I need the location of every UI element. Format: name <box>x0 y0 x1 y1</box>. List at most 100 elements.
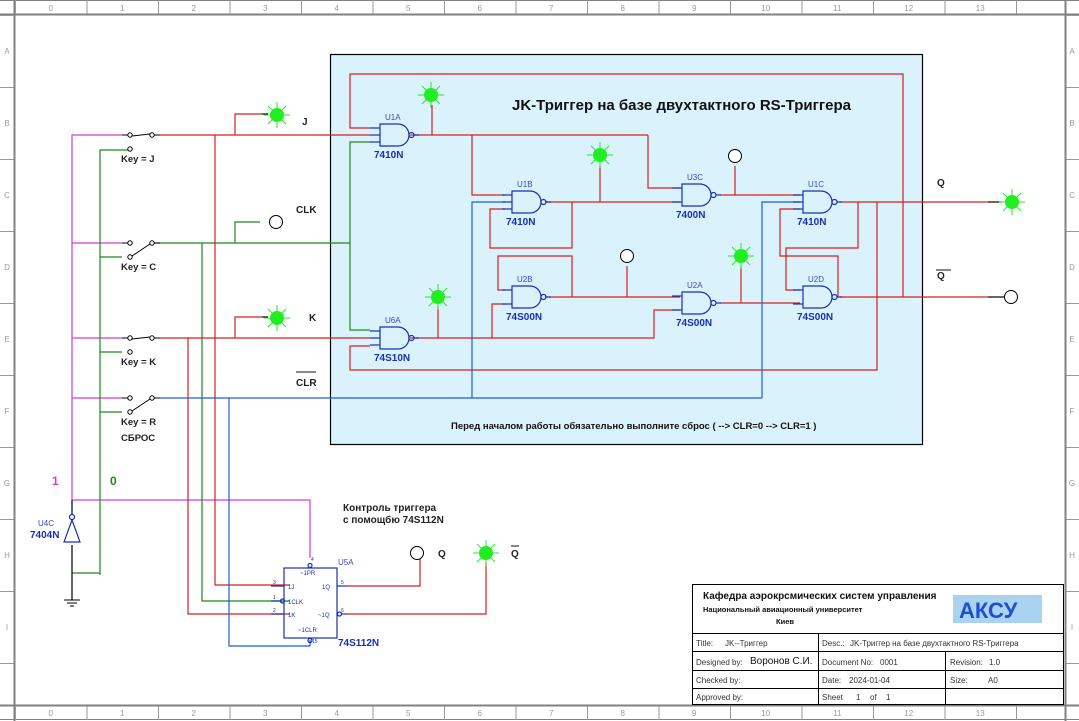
ruler-col-label: 6 <box>478 4 483 13</box>
ruler-row-label: H <box>1069 551 1075 560</box>
gate-ref: U1B <box>517 180 533 189</box>
u5a-part: 74S112N <box>338 638 379 649</box>
label-ic-qbar: Q <box>511 549 519 560</box>
ruler-col-label: 12 <box>904 4 913 13</box>
ruler-row-label: C <box>1069 191 1075 200</box>
wires <box>71 73 1004 647</box>
vcc-wires <box>71 134 311 558</box>
nand-gate-u1a[interactable]: U1A 7410N <box>370 113 419 161</box>
gate-ref: U1A <box>385 113 401 122</box>
label-clk: CLK <box>296 205 317 216</box>
u4c-ref: U4C <box>38 519 54 528</box>
ruler-col-label: 4 <box>335 4 340 13</box>
org-line2: Национальный авиационный университет <box>703 605 863 614</box>
gate-part: 74S00N <box>797 312 833 323</box>
probe-qbar <box>1004 290 1018 304</box>
ruler-row-label: G <box>4 479 10 488</box>
label-k: K <box>309 313 317 324</box>
ruler-row-label: C <box>4 191 10 200</box>
gate-part: 74S00N <box>506 312 542 323</box>
pin-pr: ~1PR <box>300 571 316 577</box>
revision-value: 1.0 <box>989 658 1001 667</box>
ruler-col-label: 1 <box>120 4 125 13</box>
ruler-col-label: 10 <box>761 4 770 13</box>
switch-key-2[interactable]: Key = K <box>121 335 160 368</box>
ruler-row-label: F <box>1070 407 1075 416</box>
label-j: J <box>302 117 308 128</box>
probe-ic-q <box>410 546 424 560</box>
desc-value: JK-Триггер на базе двухтактного RS-Тригг… <box>850 639 1019 648</box>
ruler-col-label: 9 <box>692 4 697 13</box>
date-value: 2024-01-04 <box>849 676 890 685</box>
ruler-col-label: 8 <box>621 709 626 718</box>
gate-part: 7410N <box>374 150 403 161</box>
designed-label: Designed by: <box>696 658 743 667</box>
ruler-row-label: E <box>1069 335 1074 344</box>
ruler-col-label: 8 <box>621 4 626 13</box>
label-zero: 0 <box>110 474 117 488</box>
ruler-col-label: 2 <box>192 4 197 13</box>
ruler-row-label: H <box>4 551 10 560</box>
ruler-row-label: F <box>5 407 10 416</box>
ruler-row-label: I <box>6 623 8 632</box>
ic-74s112[interactable]: ~1PR 1J 1CLK 1K 1Q ~1Q ~1CLR 4 3 1 2 5 6… <box>271 557 348 645</box>
sheet-label: Sheet <box>822 693 844 702</box>
pinnum-clk: 1 <box>273 595 276 601</box>
control-caption-2: с помощбю 74S112N <box>343 514 444 526</box>
title-value: JK--Триггер <box>725 639 768 648</box>
pinnum-q: 5 <box>341 580 344 586</box>
ruler-col-label: 7 <box>549 4 554 13</box>
nand-gate-u2d[interactable]: U2D 74S00N <box>793 275 842 323</box>
desc-label: Desc.: <box>822 639 845 648</box>
checked-label: Checked by: <box>696 676 740 685</box>
gate-part: 7410N <box>797 217 826 228</box>
designed-value: Воронов С.И. <box>750 656 813 667</box>
ruler-col-label: 1 <box>120 709 125 718</box>
switch-label: Key = R <box>121 417 156 428</box>
gate-part: 7410N <box>506 217 535 228</box>
ruler-col-label: 3 <box>263 4 268 13</box>
gate-ref: U2D <box>808 275 824 284</box>
inverter-u4c <box>63 513 81 543</box>
nand-gate-u1b[interactable]: U1B 7410N <box>502 180 551 228</box>
ruler-col-label: 11 <box>833 4 842 13</box>
docno-value: 0001 <box>880 658 898 667</box>
ruler-col-label: 0 <box>49 709 54 718</box>
pinnum-pr: 4 <box>311 557 314 563</box>
ruler-row-label: G <box>1069 479 1075 488</box>
title-label: Title: <box>696 639 713 648</box>
gate-ref: U2B <box>517 275 533 284</box>
revision-label: Revision: <box>950 658 983 667</box>
gate-ref: U1C <box>808 180 824 189</box>
ruler-col-label: 3 <box>263 709 268 718</box>
probe-u2b <box>620 249 634 263</box>
ruler-col-label: 0 <box>49 4 54 13</box>
date-label: Date: <box>822 676 841 685</box>
ruler-row-label: A <box>1069 47 1075 56</box>
pin-k: 1K <box>288 613 295 619</box>
ruler-row-label: B <box>1069 119 1074 128</box>
ruler-col-label: 5 <box>406 709 411 718</box>
panel-title: JK-Триггер на базе двухтактного RS-Тригг… <box>512 97 852 114</box>
nand-gate-u1c[interactable]: U1C 7410N <box>793 180 842 228</box>
signal-wires <box>160 73 988 615</box>
ruler-col-label: 13 <box>976 709 985 718</box>
gate-part: 74S10N <box>374 353 410 364</box>
title-block <box>692 584 1064 705</box>
gate-ref: U2A <box>687 281 703 290</box>
gate-ref: U3C <box>687 173 703 182</box>
switch-key-1[interactable]: Key = C <box>121 240 160 273</box>
nand-gate-u2b[interactable]: U2B 74S00N <box>502 275 551 323</box>
label-one: 1 <box>52 474 59 488</box>
approved-label: Approved by: <box>696 693 743 702</box>
switch-key-0[interactable]: Key = J <box>121 132 160 165</box>
